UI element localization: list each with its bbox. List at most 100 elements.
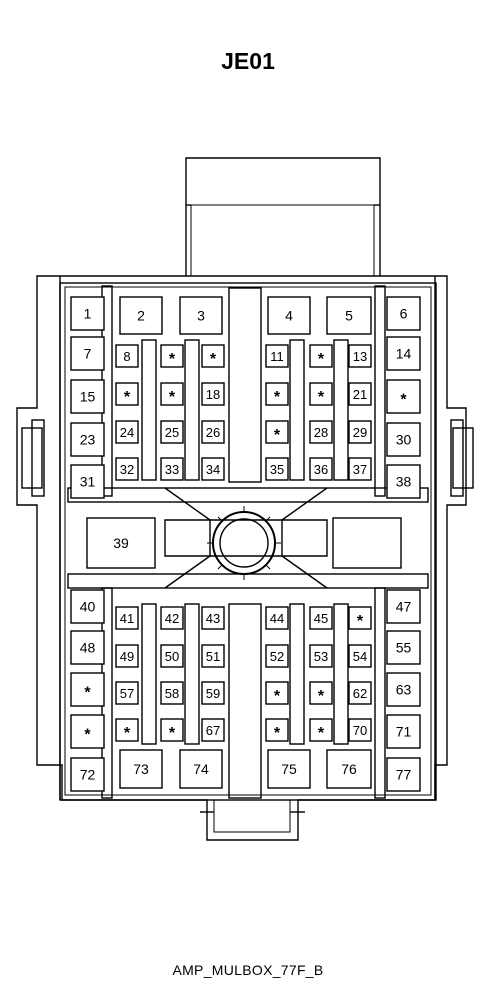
cavity-57: * [70, 672, 105, 707]
cavity-4: 4 [267, 296, 311, 335]
cavity-label: * [274, 688, 281, 705]
cavity-label: 49 [120, 649, 134, 664]
cavity-box [326, 749, 372, 789]
cavity-43: 42 [160, 606, 184, 630]
cavity-29: 29 [348, 420, 372, 444]
cavity-53: 52 [265, 644, 289, 668]
cavity-box [70, 422, 105, 457]
cavity-label: 67 [206, 723, 220, 738]
cavity-box [265, 606, 289, 630]
cavity-label: 24 [120, 425, 134, 440]
cavity-14: 14 [386, 336, 421, 371]
lower-separator [67, 573, 429, 589]
cavity-61: * [265, 681, 289, 705]
cavity-15: 15 [70, 379, 105, 414]
cavity-9: * [160, 344, 184, 368]
cavity-label: 55 [396, 640, 412, 656]
cavity-6: 6 [386, 296, 421, 331]
cavity-label: 57 [120, 686, 134, 701]
cavity-label: 26 [206, 425, 220, 440]
cavity-40 [332, 517, 402, 569]
cavity-16: * [115, 382, 139, 406]
cavity-72: 71 [386, 714, 421, 749]
cavity-44: 43 [201, 606, 225, 630]
cavity-47: * [348, 606, 372, 630]
cavity-35: 35 [265, 457, 289, 481]
upper-separator [67, 487, 429, 503]
cavity-box [386, 757, 421, 792]
cavity-box [309, 420, 333, 444]
cavity-39: 39 [86, 517, 156, 569]
cavity-label: 45 [314, 611, 328, 626]
cavity-box [332, 517, 402, 569]
cavity-label: 76 [341, 761, 357, 777]
cavity-label: 42 [165, 611, 179, 626]
cavity-box [265, 344, 289, 368]
cavity-box [119, 296, 163, 335]
cavity-box [160, 644, 184, 668]
cavity-box [70, 714, 105, 749]
cavity-label: 51 [206, 649, 220, 664]
cavity-box [348, 382, 372, 406]
cavity-box [70, 672, 105, 707]
cavity-box [348, 644, 372, 668]
cavity-box [386, 464, 421, 499]
cavity-label: 37 [353, 462, 367, 477]
cavity-label: 11 [270, 349, 284, 364]
cavity-label: 7 [84, 346, 92, 362]
cavity-30: 30 [386, 422, 421, 457]
cavity-26: 26 [201, 420, 225, 444]
cavity-12: * [309, 344, 333, 368]
cavity-31: 31 [70, 464, 105, 499]
cavity-label: * [318, 351, 325, 368]
cavity-label: 39 [113, 535, 129, 551]
cavity-42: 41 [115, 606, 139, 630]
cavity-box [386, 630, 421, 665]
cavity-27: * [265, 420, 289, 444]
cavity-box [115, 382, 139, 406]
cavity-73: 72 [70, 757, 105, 792]
cavity-box [267, 296, 311, 335]
cavity-box [386, 336, 421, 371]
cavity-box [309, 457, 333, 481]
cavity-label: 71 [396, 724, 412, 740]
cavity-box [70, 757, 105, 792]
cavity-label: * [169, 351, 176, 368]
cavity-label: 77 [396, 767, 412, 783]
cavity-label: 32 [120, 462, 134, 477]
cavity-19: * [265, 382, 289, 406]
cavity-label: * [124, 389, 131, 406]
cavity-box [265, 382, 289, 406]
cavity-box [70, 336, 105, 371]
cavity-label: 73 [133, 761, 149, 777]
cavity-box [115, 718, 139, 742]
cavity-box [160, 420, 184, 444]
cavity-48: 47 [386, 589, 421, 624]
cavity-label: 25 [165, 425, 179, 440]
cavity-label: * [318, 725, 325, 742]
cavity-box [348, 420, 372, 444]
cavity-box [115, 606, 139, 630]
cavity-label: 52 [270, 649, 284, 664]
cavity-50: 49 [115, 644, 139, 668]
cavity-8: 8 [115, 344, 139, 368]
cavity-label: 15 [80, 389, 96, 405]
cavity-1: 1 [70, 296, 105, 331]
cavity-box [160, 718, 184, 742]
cavity-label: 5 [345, 308, 353, 324]
cavity-22: * [386, 379, 421, 414]
cavity-label: * [274, 725, 281, 742]
cavity-box [265, 644, 289, 668]
cavity-5: 5 [326, 296, 372, 335]
cavity-21: 21 [348, 382, 372, 406]
cavity-label: 38 [396, 474, 412, 490]
cavity-label: 8 [123, 349, 130, 364]
cavity-label: 14 [396, 346, 412, 362]
cavity-box [160, 382, 184, 406]
cavity-box [386, 714, 421, 749]
cavity-box [201, 681, 225, 705]
cavity-18: 18 [201, 382, 225, 406]
bottom-key [213, 800, 291, 833]
cavity-55: 54 [348, 644, 372, 668]
